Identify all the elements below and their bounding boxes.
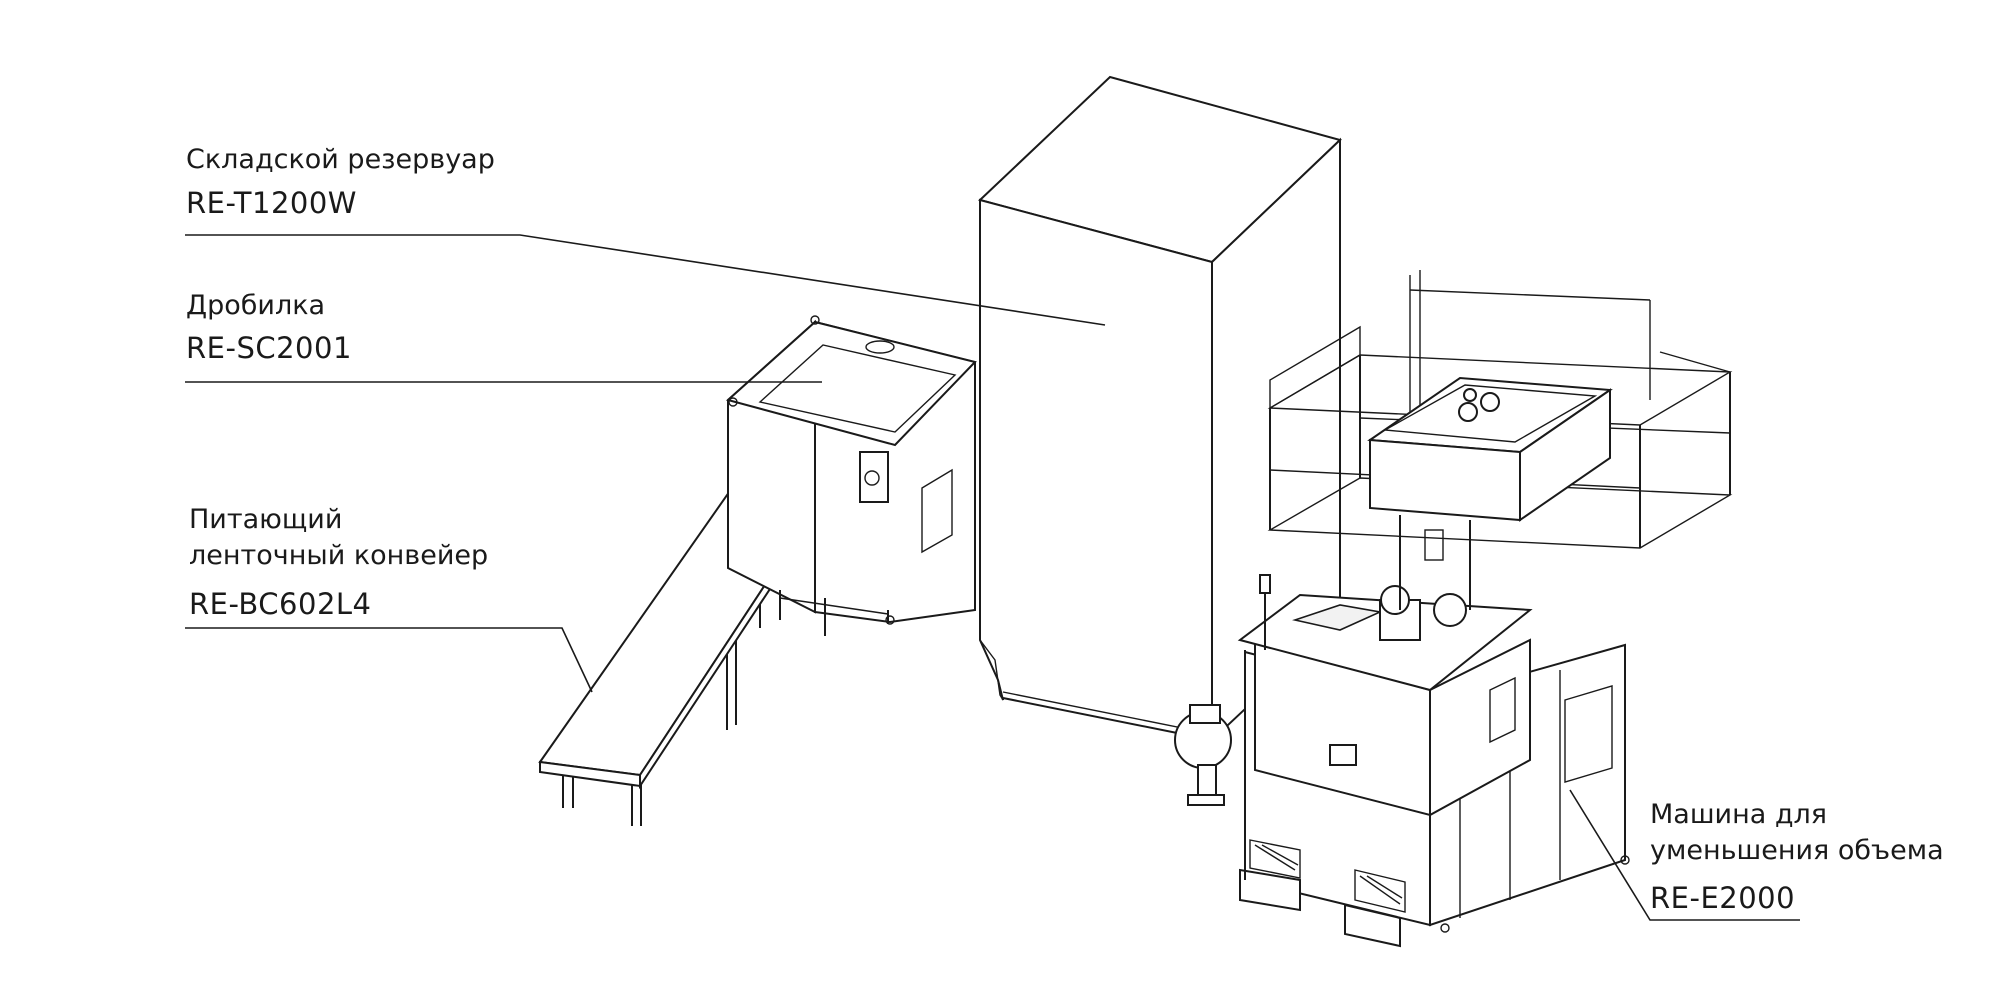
conveyor-model-label: RE-BC602L4 — [189, 587, 372, 621]
crusher-model-label: RE-SC2001 — [186, 331, 352, 365]
tank-leader-line — [185, 234, 1106, 326]
reducer-leader-line — [1569, 789, 1800, 921]
tank-model-label: RE-T1200W — [186, 186, 357, 220]
conveyor-leader-line — [185, 627, 593, 693]
volume-reduction-machine — [1174, 270, 1733, 948]
reducer-name-label-line2: уменьшения объема — [1650, 835, 1944, 866]
reducer-model-label: RE-E2000 — [1650, 881, 1796, 915]
reducer-name-label-line1: Машина для — [1650, 799, 1828, 830]
conveyor-name-label-line1: Питающий — [189, 504, 343, 535]
tank-name-label: Складской резервуар — [186, 144, 495, 175]
crusher-name-label: Дробилка — [186, 290, 326, 321]
conveyor-name-label-line2: ленточный конвейер — [189, 540, 489, 571]
crusher-machine — [725, 315, 977, 636]
storage-tank — [978, 75, 1342, 743]
